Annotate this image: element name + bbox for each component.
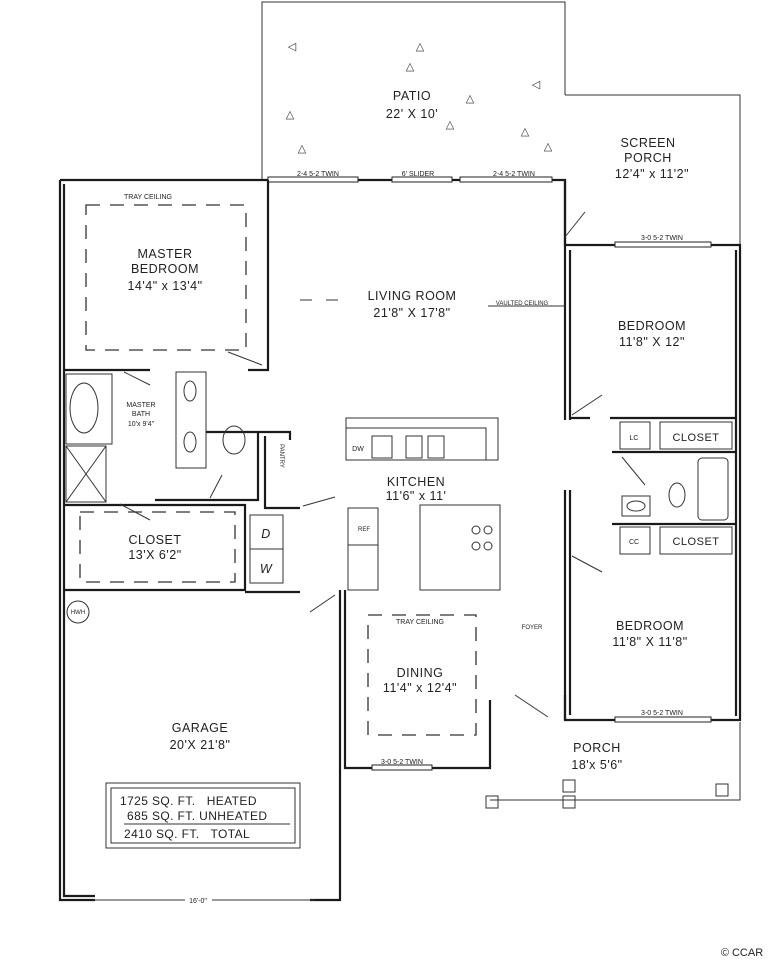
- pantry: PANTRY: [263, 436, 336, 510]
- screen-porch-size: 12'4" x 11'2": [615, 167, 689, 181]
- room-label: BEDROOM: [131, 262, 199, 276]
- room-size: 21'8" X 17'8": [373, 306, 450, 320]
- svg-text:◁: ◁: [288, 41, 297, 53]
- garage: HWH GARAGE 20'X 21'8" 1725 SQ. FT. HEATE…: [66, 600, 315, 905]
- patio-label: PATIO: [393, 89, 431, 103]
- ceiling-label: TRAY CEILING: [124, 194, 172, 201]
- svg-text:△: △: [416, 41, 425, 53]
- window-label: 3-0 5-2 TWIN: [641, 235, 683, 242]
- room-size: 11'8" X 11'8": [612, 635, 687, 649]
- svg-text:△: △: [298, 143, 307, 155]
- closet-label: CLOSET: [672, 432, 719, 444]
- svg-text:◁: ◁: [532, 79, 541, 91]
- window-label: 6' SLIDER: [402, 171, 434, 178]
- svg-text:△: △: [521, 126, 530, 138]
- window-dining: [371, 764, 433, 771]
- closet-label: CC: [629, 539, 639, 546]
- room-size: 11'4" x 12'4": [383, 681, 457, 695]
- room-size: 20'X 21'8": [170, 738, 231, 752]
- garage-door-dimension: 16'-0": [189, 898, 207, 905]
- closet-label: CLOSET: [672, 536, 719, 548]
- window-master-twin: [267, 176, 359, 183]
- room-size: 10'x 9'4": [128, 421, 155, 428]
- screen-porch: SCREEN PORCH 12'4" x 11'2": [565, 94, 741, 245]
- dryer-label: D: [261, 527, 271, 541]
- patio: ◁△ △◁ △△ △△ △△ PATIO 22' X 10': [261, 1, 566, 180]
- master-bath: MASTER BATH 10'x 9'4": [65, 371, 292, 503]
- bedroom-2: BEDROOM 11'8" X 12": [570, 319, 736, 420]
- master-bedroom: TRAY CEILING MASTER BEDROOM 14'4" x 13'4…: [64, 180, 270, 372]
- svg-text:△: △: [446, 119, 455, 131]
- room-label: KITCHEN: [387, 475, 445, 489]
- room-label: BATH: [132, 411, 150, 418]
- svg-text:△: △: [406, 61, 415, 73]
- window-bedroom3: [614, 716, 712, 723]
- window-label: 2-4 5-2 TWIN: [297, 171, 339, 178]
- dining: TRAY CEILING DINING 11'4" x 12'4": [367, 614, 477, 736]
- copyright: © CCAR: [721, 947, 763, 959]
- window-label: 3-0 5-2 TWIN: [641, 710, 683, 717]
- kitchen: DW KITCHEN 11'6" x 11' REF: [345, 417, 501, 591]
- room-size: 11'6" x 11': [386, 489, 447, 503]
- unheated-area: 685 SQ. FT. UNHEATED: [127, 809, 267, 823]
- heated-area: 1725 SQ. FT. HEATED: [120, 794, 257, 808]
- screen-porch-label-2: PORCH: [624, 151, 672, 165]
- room-label: BEDROOM: [618, 319, 686, 333]
- window-living-twin: [459, 176, 553, 183]
- room-label: MASTER: [126, 402, 155, 409]
- room-label: PANTRY: [278, 444, 284, 468]
- bedroom-3: BEDROOM 11'8" X 11'8": [571, 555, 687, 649]
- window-screen-porch: [614, 241, 712, 248]
- room-label: MASTER: [137, 247, 192, 261]
- laundry: D W: [245, 514, 336, 613]
- ceiling-label: VAULTED CEILING: [496, 301, 549, 307]
- foyer: FOYER: [514, 625, 549, 718]
- room-label: DINING: [397, 666, 444, 680]
- room-size: 13'X 6'2": [128, 548, 181, 562]
- svg-text:△: △: [286, 109, 295, 121]
- total-area: 2410 SQ. FT. TOTAL: [124, 827, 250, 841]
- room-size: 14'4" x 13'4": [127, 279, 202, 293]
- window-label: 2-4 5-2 TWIN: [493, 171, 535, 178]
- living-room: LIVING ROOM 21'8" X 17'8" VAULTED CEILIN…: [300, 211, 586, 320]
- porch: PORCH 18'x 5'6": [485, 722, 741, 809]
- room-label: FOYER: [522, 625, 543, 631]
- room-label: PORCH: [573, 741, 621, 755]
- ceiling-label: TRAY CEILING: [396, 619, 444, 626]
- washer-label: W: [260, 562, 273, 576]
- master-closet: CLOSET 13'X 6'2": [64, 503, 247, 592]
- room-label: CLOSET: [128, 533, 181, 547]
- svg-text:△: △: [544, 141, 553, 153]
- fridge-label: REF: [358, 527, 370, 533]
- room-size: 11'8" X 12": [619, 335, 685, 349]
- patio-size: 22' X 10': [386, 107, 438, 121]
- water-heater-label: HWH: [71, 610, 85, 616]
- screen-porch-label: SCREEN: [620, 136, 675, 150]
- window-slider: [391, 176, 453, 183]
- room-label: LIVING ROOM: [368, 289, 457, 303]
- closet-label: LC: [630, 435, 639, 442]
- room-label: BEDROOM: [616, 619, 684, 633]
- hall-bath-closets: LC CLOSET CC CLOSET: [612, 421, 736, 555]
- dishwasher-label: DW: [352, 446, 364, 453]
- room-label: GARAGE: [172, 721, 229, 735]
- window-label: 3-0 5-2 TWIN: [381, 759, 423, 766]
- svg-text:△: △: [466, 93, 475, 105]
- room-size: 18'x 5'6": [571, 758, 622, 772]
